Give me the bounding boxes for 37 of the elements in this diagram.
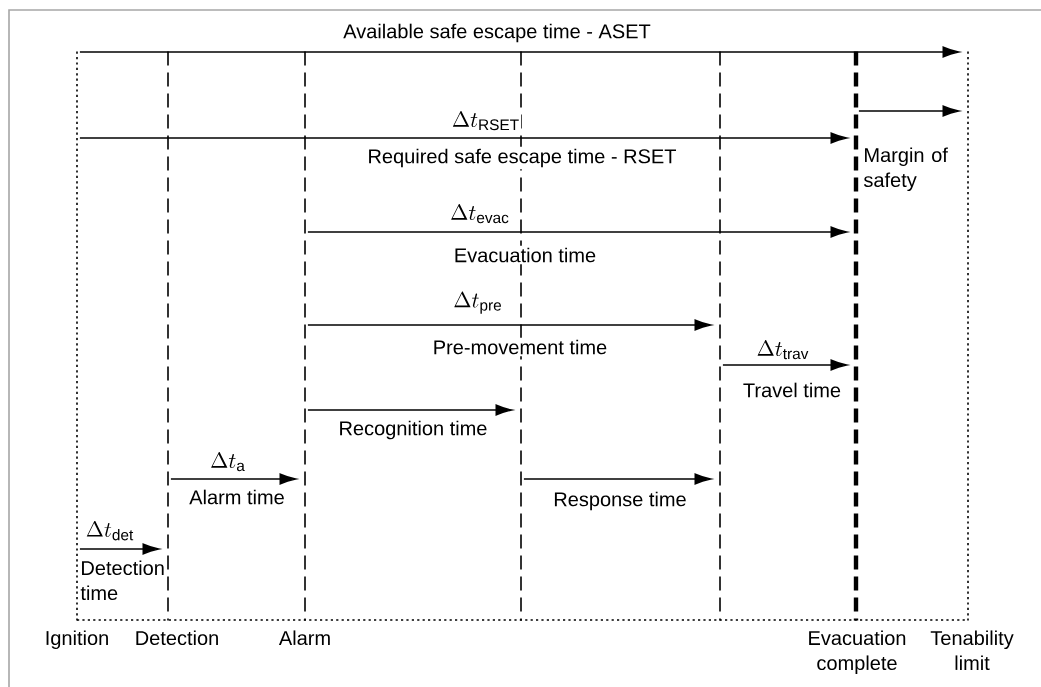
event-line (76, 50, 78, 622)
arrow (79, 543, 160, 555)
event-line (167, 50, 169, 622)
time-symbol: $\Delta t_{\mathrm{evac}}$ (449, 203, 511, 225)
edge-label: Pre-movement time (430, 337, 610, 357)
edge-label: Available safe escape time - ASET (341, 21, 653, 45)
edge-label: Response time (551, 489, 689, 513)
event-label: Tenability limit (930, 630, 1014, 671)
edge-label: Recognition time (336, 418, 490, 442)
arrow (307, 404, 513, 416)
time-symbol: $\Delta t_{\mathrm{pre}}$ (452, 291, 504, 315)
edge-label: Travel time (740, 380, 844, 400)
event-label: Detection (136, 630, 218, 646)
time-symbol: $\Delta t_{\mathrm{det}}$ (84, 520, 136, 542)
arrow (307, 319, 712, 331)
time-symbol: $\Delta t_{\mathrm{a}}$ (209, 451, 247, 473)
edge-label: Alarm time (187, 487, 287, 507)
arrow (722, 359, 848, 371)
edge-label: Evacuation time (451, 245, 599, 265)
event-line (853, 51, 859, 621)
event-line (719, 50, 721, 622)
arrow (79, 132, 848, 144)
arrow (858, 105, 960, 117)
arrow (523, 473, 712, 485)
edge-label: Margin of safety (863, 147, 948, 192)
event-line (304, 50, 306, 622)
edge-label: Required safe escape time - RSET (365, 146, 679, 170)
event-line (520, 50, 522, 622)
arrow (170, 473, 297, 485)
arrow (79, 46, 960, 58)
event-label: Ignition (46, 630, 108, 650)
edge-label: Detection time (80, 560, 164, 601)
event-label: Evacuation complete (809, 630, 906, 675)
arrow (307, 226, 848, 238)
time-symbol: $\Delta t_{\mathrm{trav}}$ (755, 339, 811, 361)
event-label: Alarm (278, 630, 330, 646)
event-line (967, 50, 969, 622)
